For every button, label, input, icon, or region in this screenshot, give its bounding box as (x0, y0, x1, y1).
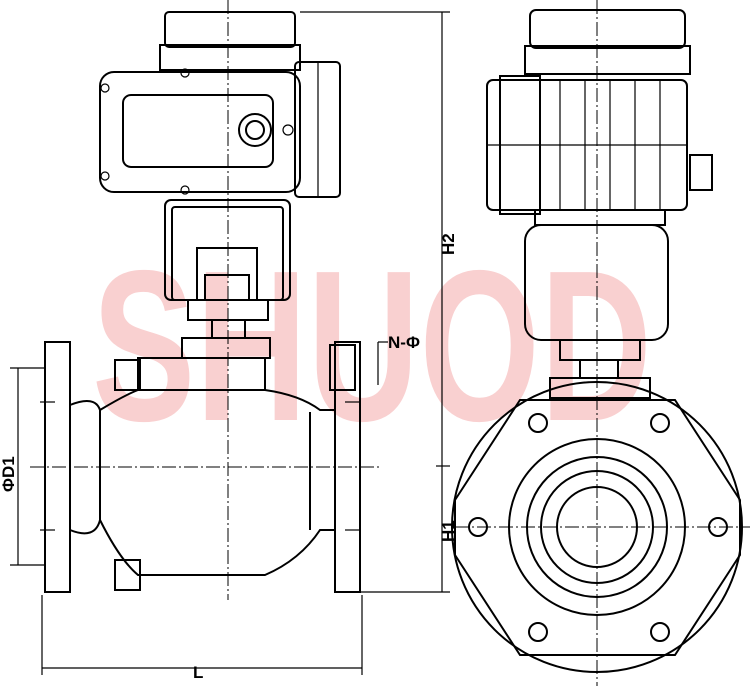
watermark: SHUOD (92, 225, 652, 466)
length-label: L (193, 663, 203, 682)
flange-diameter-label: ΦD1 (0, 456, 18, 492)
front-view-actuator (486, 9, 713, 399)
dimension-lines (10, 11, 450, 675)
overall-height-label: H2 (439, 233, 458, 255)
bolt-holes-label: N-Φ (388, 333, 420, 352)
